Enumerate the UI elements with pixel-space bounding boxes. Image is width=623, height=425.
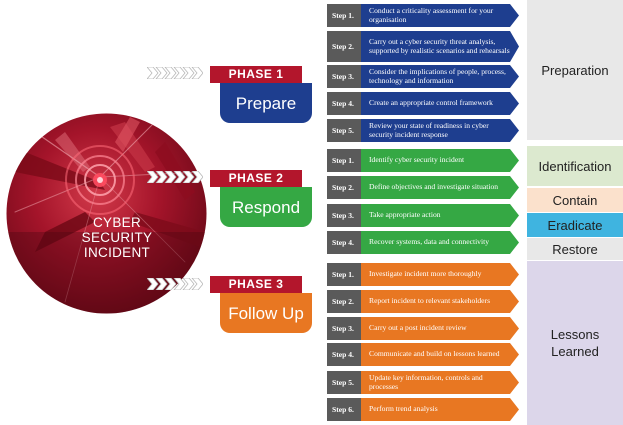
step-text: Take appropriate action <box>361 204 519 227</box>
chevron-right-icon <box>147 67 203 79</box>
step-text: Identify cyber security incident <box>361 149 519 172</box>
circle-title-line2: SECURITY <box>81 230 153 245</box>
phase2-step4: Step 4. Recover systems, data and connec… <box>327 231 519 254</box>
phase3-step4: Step 4. Communicate and build on lessons… <box>327 343 519 366</box>
phase3-tag: PHASE 3 <box>210 276 302 293</box>
circle-title-line3: INCIDENT <box>83 245 151 260</box>
step-number: Step 3. <box>327 65 361 88</box>
step-number: Step 1. <box>327 149 361 172</box>
step-text: Report incident to relevant stakeholders <box>361 290 519 313</box>
label-preparation: Preparation <box>527 0 623 140</box>
step-text: Recover systems, data and connectivity <box>361 231 519 254</box>
step-text: Perform trend analysis <box>361 398 519 421</box>
phase2-step1: Step 1. Identify cyber security incident <box>327 149 519 172</box>
step-number: Step 6. <box>327 398 361 421</box>
label-identification: Identification <box>527 146 623 186</box>
phase2-tag: PHASE 2 <box>210 170 302 187</box>
step-text: Review your state of readiness in cyber … <box>361 119 519 142</box>
step-number: Step 4. <box>327 231 361 254</box>
phase1-step2: Step 2. Carry out a cyber security threa… <box>327 31 519 62</box>
label-lessons-line1: Lessons <box>550 327 600 342</box>
step-number: Step 1. <box>327 4 361 27</box>
step-number: Step 4. <box>327 343 361 366</box>
step-number: Step 2. <box>327 176 361 199</box>
circle-title: CYBER SECURITY INCIDENT <box>62 215 172 260</box>
step-text: Carry out a post incident review <box>361 317 519 340</box>
step-text: Define objectives and investigate situat… <box>361 176 519 199</box>
label-lessons-learned: Lessons Learned <box>527 261 623 425</box>
step-number: Step 1. <box>327 263 361 286</box>
circle-title-line1: CYBER <box>92 215 141 230</box>
step-text: Create an appropriate control framework <box>361 92 519 115</box>
cyber-incident-circle <box>5 112 208 315</box>
chevron-arrows-phase3 <box>147 278 203 290</box>
step-text: Update key information, controls and pro… <box>361 371 519 394</box>
step-number: Step 5. <box>327 371 361 394</box>
phase3-step1: Step 1. Investigate incident more thorou… <box>327 263 519 286</box>
phase3-step5: Step 5. Update key information, controls… <box>327 371 519 394</box>
label-contain: Contain <box>527 188 623 212</box>
phase2-step2: Step 2. Define objectives and investigat… <box>327 176 519 199</box>
step-text: Consider the implications of people, pro… <box>361 65 519 88</box>
step-text: Carry out a cyber security threat analys… <box>361 31 519 62</box>
phase1-step5: Step 5. Review your state of readiness i… <box>327 119 519 142</box>
step-text: Communicate and build on lessons learned <box>361 343 519 366</box>
phase3-step3: Step 3. Carry out a post incident review <box>327 317 519 340</box>
label-restore: Restore <box>527 238 623 260</box>
chevron-arrows-phase2 <box>147 171 203 183</box>
chevron-right-icon <box>147 278 203 290</box>
label-lessons-line2: Learned <box>551 344 599 359</box>
step-text: Investigate incident more thoroughly <box>361 263 519 286</box>
step-text: Conduct a criticality assessment for you… <box>361 4 519 27</box>
cyber-incident-graphic <box>6 113 207 314</box>
phase1-tag: PHASE 1 <box>210 66 302 83</box>
phase3-step6: Step 6. Perform trend analysis <box>327 398 519 421</box>
step-number: Step 2. <box>327 290 361 313</box>
phase2-step3: Step 3. Take appropriate action <box>327 204 519 227</box>
chevron-right-icon <box>147 171 203 183</box>
phase3-title: Follow Up <box>220 293 312 333</box>
label-eradicate: Eradicate <box>527 213 623 237</box>
step-number: Step 3. <box>327 204 361 227</box>
step-number: Step 2. <box>327 31 361 62</box>
phase1-step4: Step 4. Create an appropriate control fr… <box>327 92 519 115</box>
phase3-step2: Step 2. Report incident to relevant stak… <box>327 290 519 313</box>
phase1-title: Prepare <box>220 83 312 123</box>
phase1-step1: Step 1. Conduct a criticality assessment… <box>327 4 519 27</box>
step-number: Step 5. <box>327 119 361 142</box>
step-number: Step 3. <box>327 317 361 340</box>
step-number: Step 4. <box>327 92 361 115</box>
phase2-title: Respond <box>220 187 312 227</box>
phase1-step3: Step 3. Consider the implications of peo… <box>327 65 519 88</box>
chevron-arrows-phase1 <box>147 67 203 79</box>
